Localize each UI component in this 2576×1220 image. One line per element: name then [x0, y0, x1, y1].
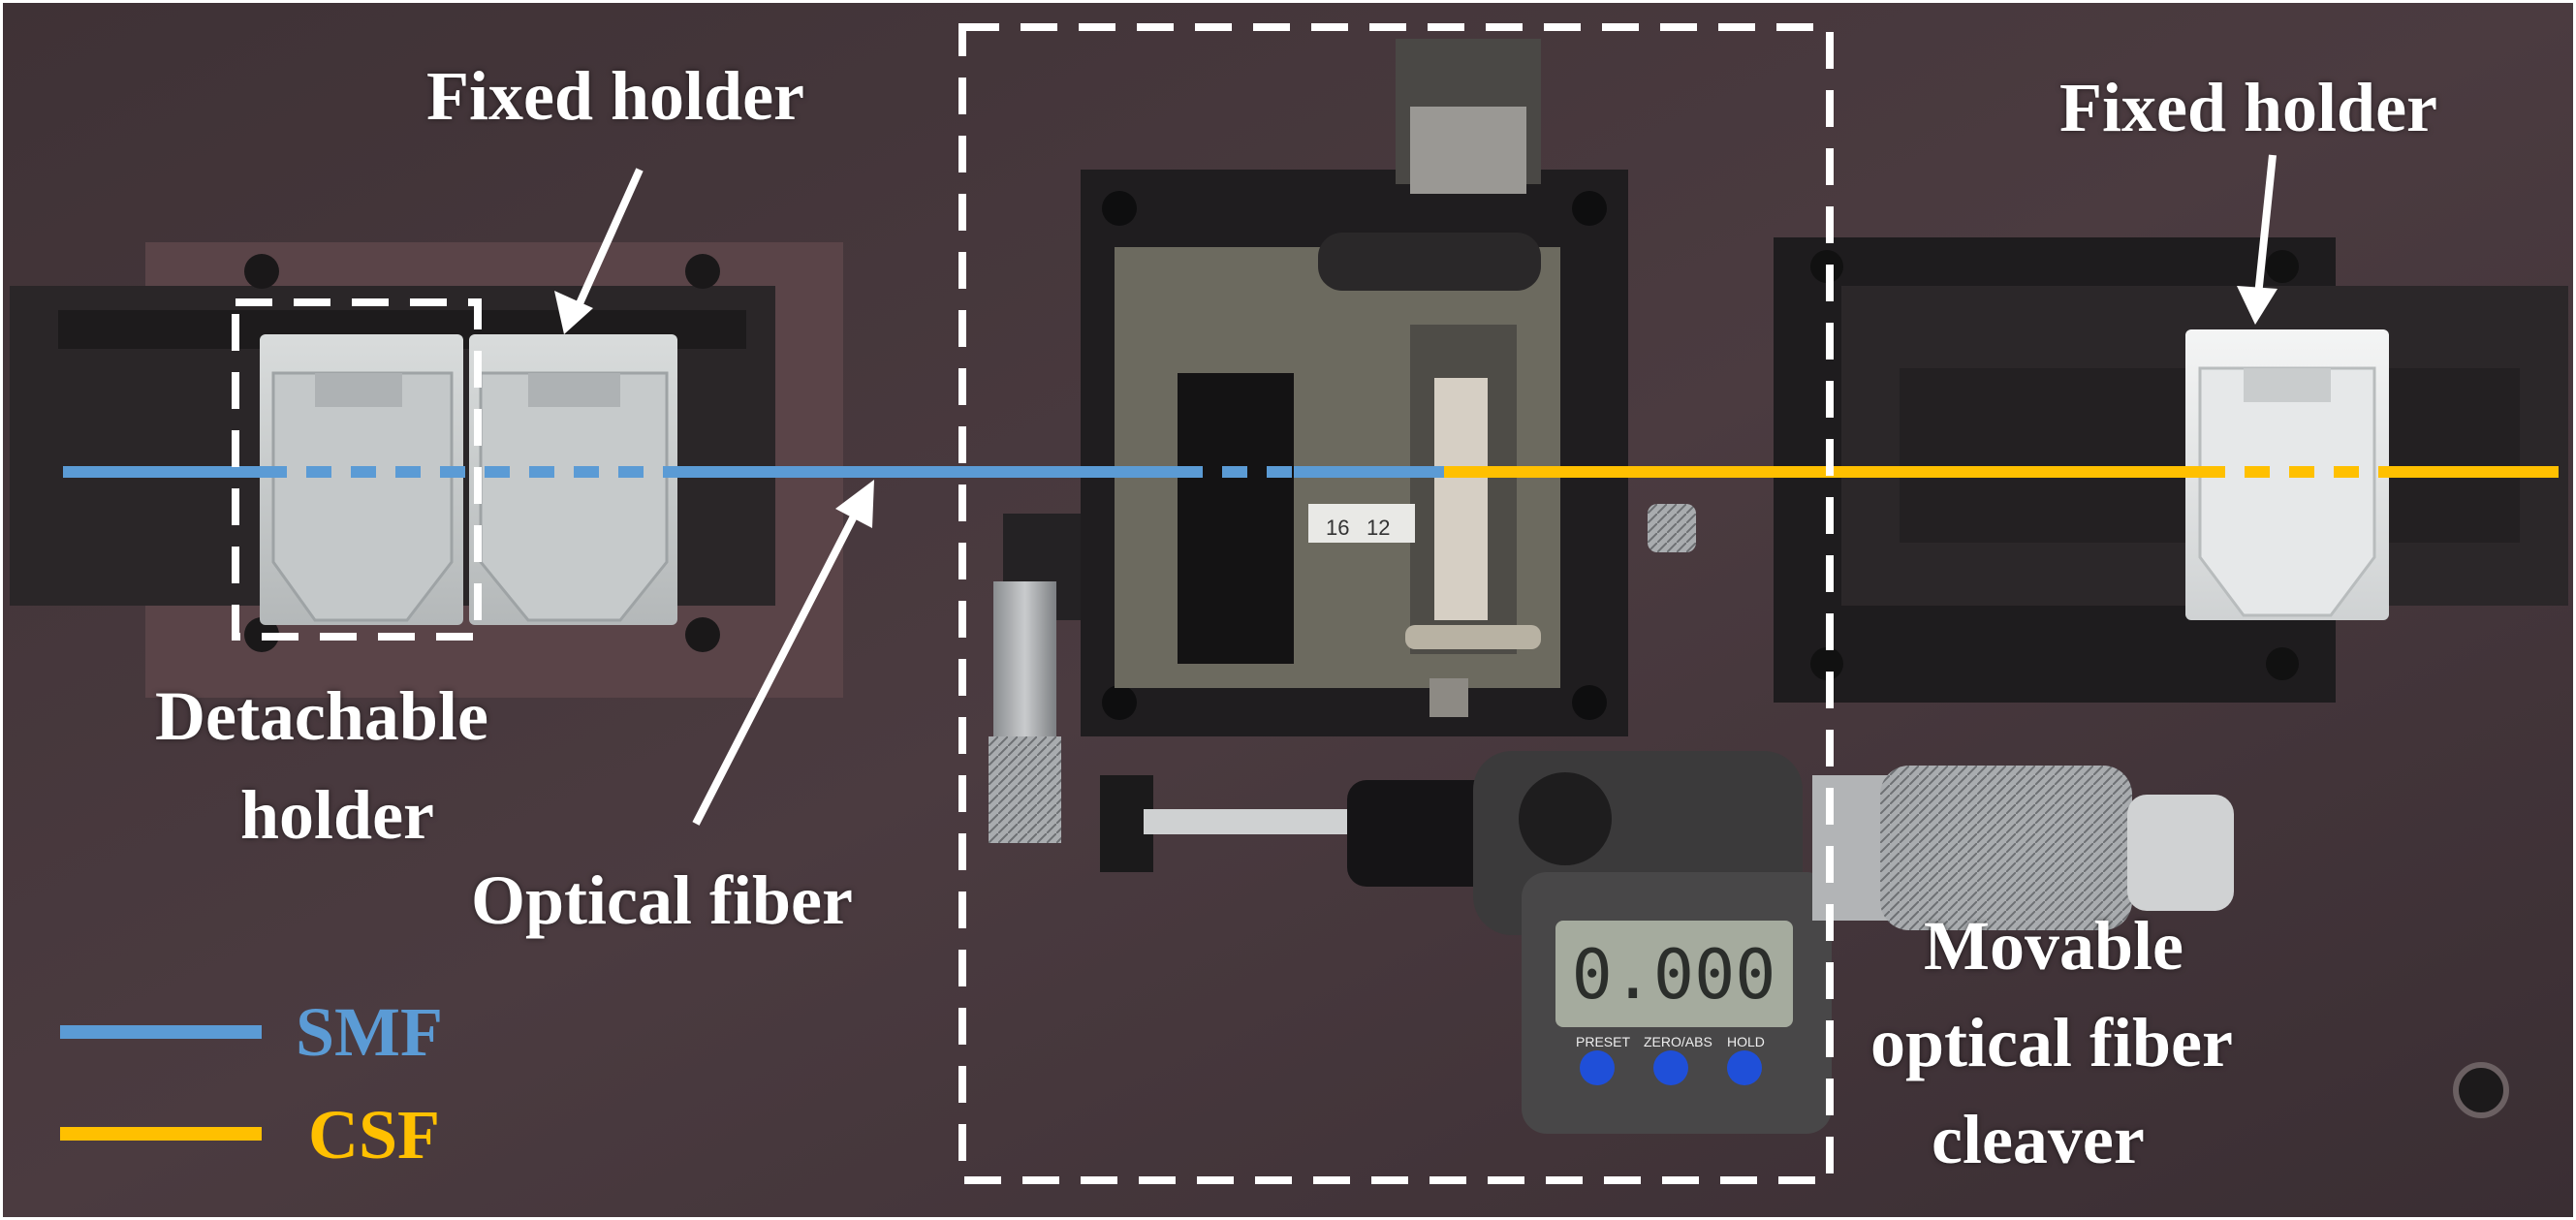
detachable-holder-box — [232, 298, 482, 641]
scale-tick-2: 12 — [1367, 516, 1390, 540]
arrowhead-fixed-holder-right — [2237, 286, 2278, 325]
digital-micrometer: 0.000 PRESET ZERO/ABS HOLD — [1347, 751, 2234, 1134]
detachable-holder — [260, 334, 463, 625]
micrometer-lcd — [1555, 921, 1793, 1027]
fixed-holder-right — [2185, 329, 2389, 620]
hold-button — [1727, 1050, 1762, 1085]
arrow-optical-fiber — [692, 507, 862, 826]
vertical-micrometer — [989, 514, 1357, 872]
zero-abs-button-label: ZERO/ABS — [1644, 1034, 1712, 1049]
fixed-holder-left — [469, 334, 677, 625]
micrometer-readout: 0.000 — [1572, 935, 1776, 1015]
cleaver-label-line2: optical fiber — [1870, 1004, 2233, 1081]
zero-abs-button — [1653, 1050, 1688, 1085]
cleaver-body: 16 12 — [1081, 39, 1696, 736]
arrow-fixed-holder-right — [2254, 154, 2277, 297]
legend-csf-label: CSF — [308, 1096, 441, 1173]
cleaver-label-line3: cleaver — [1932, 1101, 2145, 1178]
preset-button — [1580, 1050, 1615, 1085]
annotation-arrows — [554, 154, 2278, 826]
detachable-holder-label-line2: holder — [240, 776, 435, 854]
cleaver-box — [958, 23, 1834, 1184]
hold-button-label: HOLD — [1727, 1034, 1765, 1049]
fixed-holder-left-label: Fixed holder — [426, 57, 804, 135]
cleaver-label-line1: Movable — [1924, 907, 2183, 985]
plate-screw — [2453, 1062, 2509, 1118]
preset-button-label: PRESET — [1576, 1034, 1630, 1049]
arrowhead-optical-fiber — [835, 480, 874, 528]
fixed-holder-right-label: Fixed holder — [2059, 69, 2437, 146]
arrowhead-fixed-holder-left — [554, 291, 593, 334]
arrow-fixed-holder-left — [573, 168, 644, 312]
optical-fiber-label: Optical fiber — [471, 861, 853, 939]
detachable-holder-label-line1: Detachable — [155, 677, 488, 755]
scale-tick-1: 16 — [1326, 516, 1349, 540]
legend-smf-label: SMF — [296, 993, 443, 1071]
